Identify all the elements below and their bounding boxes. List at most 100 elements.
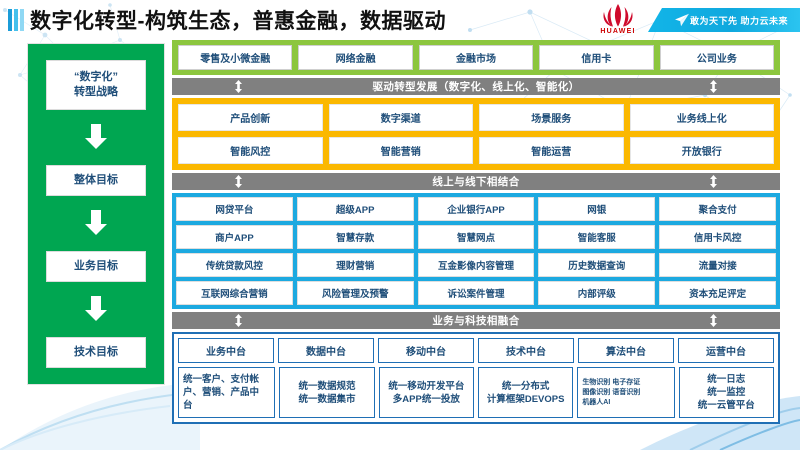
platform-header-business[interactable]: 业务中台 — [178, 338, 274, 363]
application-row: 互联网综合营销 风险管理及预警 诉讼案件管理 内部评级 资本充足评定 — [176, 281, 776, 305]
app-super-app[interactable]: 超级APP — [296, 197, 414, 221]
capability-smart-marketing[interactable]: 智能营销 — [328, 137, 473, 164]
app-credit-card-risk-control[interactable]: 信用卡风控 — [659, 225, 776, 249]
app-internal-rating[interactable]: 内部评级 — [538, 281, 656, 305]
app-online-lending-platform[interactable]: 网贷平台 — [176, 197, 293, 221]
capability-scenario-service[interactable]: 场景服务 — [479, 104, 624, 131]
business-line-credit-card[interactable]: 信用卡 — [539, 45, 654, 70]
capability-business-online[interactable]: 业务线上化 — [629, 104, 774, 131]
app-historical-data-query[interactable]: 历史数据查询 — [538, 253, 656, 277]
divider-label: 业务与科技相融合 — [432, 315, 520, 327]
page-title: 数字化转型-构筑生态，普惠金融，数据驱动 — [30, 10, 446, 33]
double-arrow-vertical-icon — [710, 175, 717, 188]
double-arrow-vertical-icon — [235, 314, 242, 327]
slide-body: “数字化” 转型战略 整体目标 业务目标 技术目标 零售及小微金融 网络金融 金… — [0, 40, 800, 424]
platform-body-line: 统一监控 — [707, 387, 746, 398]
capability-smart-risk-control[interactable]: 智能风控 — [178, 137, 323, 164]
strategy-box-business-goal[interactable]: 业务目标 — [46, 251, 146, 282]
double-arrow-vertical-icon — [710, 314, 717, 327]
divider-business-tech-fusion: 业务与科技相融合 — [172, 312, 780, 329]
platform-body-line: 统一客户、支付帐 — [183, 374, 260, 385]
blue-bars-icon — [8, 9, 26, 31]
capability-row: 产品创新 数字渠道 场景服务 业务线上化 — [178, 104, 774, 131]
platform-header-row: 业务中台 数据中台 移动中台 技术中台 算法中台 运营中台 — [178, 338, 774, 363]
divider-drive-transformation: 驱动转型发展（数字化、线上化、智能化） — [172, 78, 780, 95]
app-smart-deposit[interactable]: 智慧存款 — [296, 225, 414, 249]
app-image-content-management[interactable]: 互金影像内容管理 — [417, 253, 535, 277]
app-litigation-case-management[interactable]: 诉讼案件管理 — [417, 281, 535, 305]
paper-plane-icon — [675, 13, 689, 27]
business-line-retail-micro[interactable]: 零售及小微金融 — [178, 45, 293, 70]
platform-body-line: 统一数据规范 — [298, 380, 356, 392]
platform-body-data[interactable]: 统一数据规范 统一数据集市 — [279, 367, 375, 418]
platform-body-line: 图像识别 语音识别 — [582, 388, 641, 396]
platform-header-mobile[interactable]: 移动中台 — [378, 338, 474, 363]
capability-digital-channel[interactable]: 数字渠道 — [328, 104, 473, 131]
platform-body-line: 统一日志 — [707, 374, 746, 385]
business-line-corporate[interactable]: 公司业务 — [659, 45, 775, 70]
platform-body-line: 统一云管平台 — [697, 400, 755, 411]
application-row: 商户APP 智慧存款 智慧网点 智能客服 信用卡风控 — [176, 225, 776, 249]
platform-header-data[interactable]: 数据中台 — [278, 338, 374, 363]
platform-body-line: 多APP统一投放 — [392, 393, 460, 405]
platform-body-operation[interactable]: 统一日志 统一监控 统一云管平台 — [678, 367, 774, 418]
platform-body-line: 统一数据集市 — [298, 393, 356, 405]
business-lines-band: 零售及小微金融 网络金融 金融市场 信用卡 公司业务 — [172, 40, 780, 75]
slide-header: 数字化转型-构筑生态，普惠金融，数据驱动 HUAWEI 敢为天下先 助力云未来 — [0, 0, 800, 40]
strategy-label-line2: 转型战略 — [74, 86, 118, 98]
platform-body-line: 计算框架DEVOPS — [486, 393, 565, 405]
strategy-column: “数字化” 转型战略 整体目标 业务目标 技术目标 — [27, 43, 165, 385]
platform-body-line: 统一移动开发平台 — [388, 380, 465, 392]
business-line-internet-finance[interactable]: 网络金融 — [298, 45, 413, 70]
platform-body-line: 台 — [183, 400, 193, 411]
huawei-logo: HUAWEI — [592, 2, 644, 38]
platform-body-line: 机器人AI — [582, 398, 611, 406]
business-line-financial-market[interactable]: 金融市场 — [418, 45, 534, 70]
double-arrow-vertical-icon — [710, 80, 717, 93]
layer-stack: 零售及小微金融 网络金融 金融市场 信用卡 公司业务 驱动转型发展（数字化、线上… — [172, 40, 780, 424]
app-traditional-loan-risk[interactable]: 传统贷款风控 — [176, 253, 293, 277]
app-corporate-banking-app[interactable]: 企业银行APP — [417, 197, 535, 221]
double-arrow-vertical-icon — [235, 80, 242, 93]
platform-header-operation[interactable]: 运营中台 — [678, 338, 774, 363]
platform-header-technology[interactable]: 技术中台 — [478, 338, 574, 363]
strategy-box-overall-goal[interactable]: 整体目标 — [46, 165, 146, 196]
divider-online-offline: 线上与线下相结合 — [172, 173, 780, 190]
platform-body-line: 统一分布式 — [501, 380, 550, 392]
app-online-banking[interactable]: 网银 — [538, 197, 656, 221]
capability-smart-operation[interactable]: 智能运营 — [479, 137, 624, 164]
application-band: 网贷平台 超级APP 企业银行APP 网银 聚合支付 商户APP 智慧存款 智慧… — [172, 193, 780, 309]
platform-band: 业务中台 数据中台 移动中台 技术中台 算法中台 运营中台 统一客户、支付帐 户… — [172, 332, 780, 424]
capability-open-banking[interactable]: 开放银行 — [629, 137, 774, 164]
divider-label: 驱动转型发展（数字化、线上化、智能化） — [372, 81, 580, 93]
app-risk-management-warning[interactable]: 风险管理及预警 — [296, 281, 414, 305]
app-smart-branch[interactable]: 智慧网点 — [417, 225, 535, 249]
platform-body-algorithm[interactable]: 生物识别 电子存证 图像识别 语音识别 机器人AI — [577, 367, 675, 418]
platform-header-algorithm[interactable]: 算法中台 — [578, 338, 674, 363]
capability-row: 智能风控 智能营销 智能运营 开放银行 — [178, 137, 774, 164]
double-arrow-vertical-icon — [235, 175, 242, 188]
app-traffic-docking[interactable]: 流量对接 — [659, 253, 776, 277]
strategy-box-technology-goal[interactable]: 技术目标 — [46, 337, 146, 368]
platform-body-business[interactable]: 统一客户、支付帐 户、营销、产品中 台 — [178, 367, 276, 418]
huawei-ribbon-banner: 敢为天下先 助力云未来 — [648, 8, 800, 32]
app-wealth-marketing[interactable]: 理财营销 — [296, 253, 414, 277]
app-internet-integrated-marketing[interactable]: 互联网综合营销 — [176, 281, 293, 305]
ribbon-text: 敢为天下先 助力云未来 — [689, 15, 788, 26]
capability-band: 产品创新 数字渠道 场景服务 业务线上化 智能风控 智能营销 智能运营 开放银行 — [172, 98, 780, 170]
platform-body-technology[interactable]: 统一分布式 计算框架DEVOPS — [477, 367, 574, 418]
slide-footer: DTEC Advanced Digital Technology 敢为天下先 助… — [0, 400, 800, 450]
app-aggregate-payment[interactable]: 聚合支付 — [659, 197, 776, 221]
app-capital-adequacy-assessment[interactable]: 资本充足评定 — [659, 281, 776, 305]
huawei-wordmark: HUAWEI — [600, 28, 636, 35]
platform-body-line: 户、营销、产品中 — [183, 387, 260, 398]
platform-body-mobile[interactable]: 统一移动开发平台 多APP统一投放 — [378, 367, 474, 418]
divider-label: 线上与线下相结合 — [432, 176, 520, 188]
app-merchant-app[interactable]: 商户APP — [176, 225, 293, 249]
platform-body-row: 统一客户、支付帐 户、营销、产品中 台 统一数据规范 统一数据集市 统一移动开发… — [178, 367, 774, 418]
application-row: 网贷平台 超级APP 企业银行APP 网银 聚合支付 — [176, 197, 776, 221]
strategy-box-digital-transformation[interactable]: “数字化” 转型战略 — [46, 60, 146, 110]
capability-product-innovation[interactable]: 产品创新 — [178, 104, 323, 131]
app-smart-customer-service[interactable]: 智能客服 — [538, 225, 656, 249]
